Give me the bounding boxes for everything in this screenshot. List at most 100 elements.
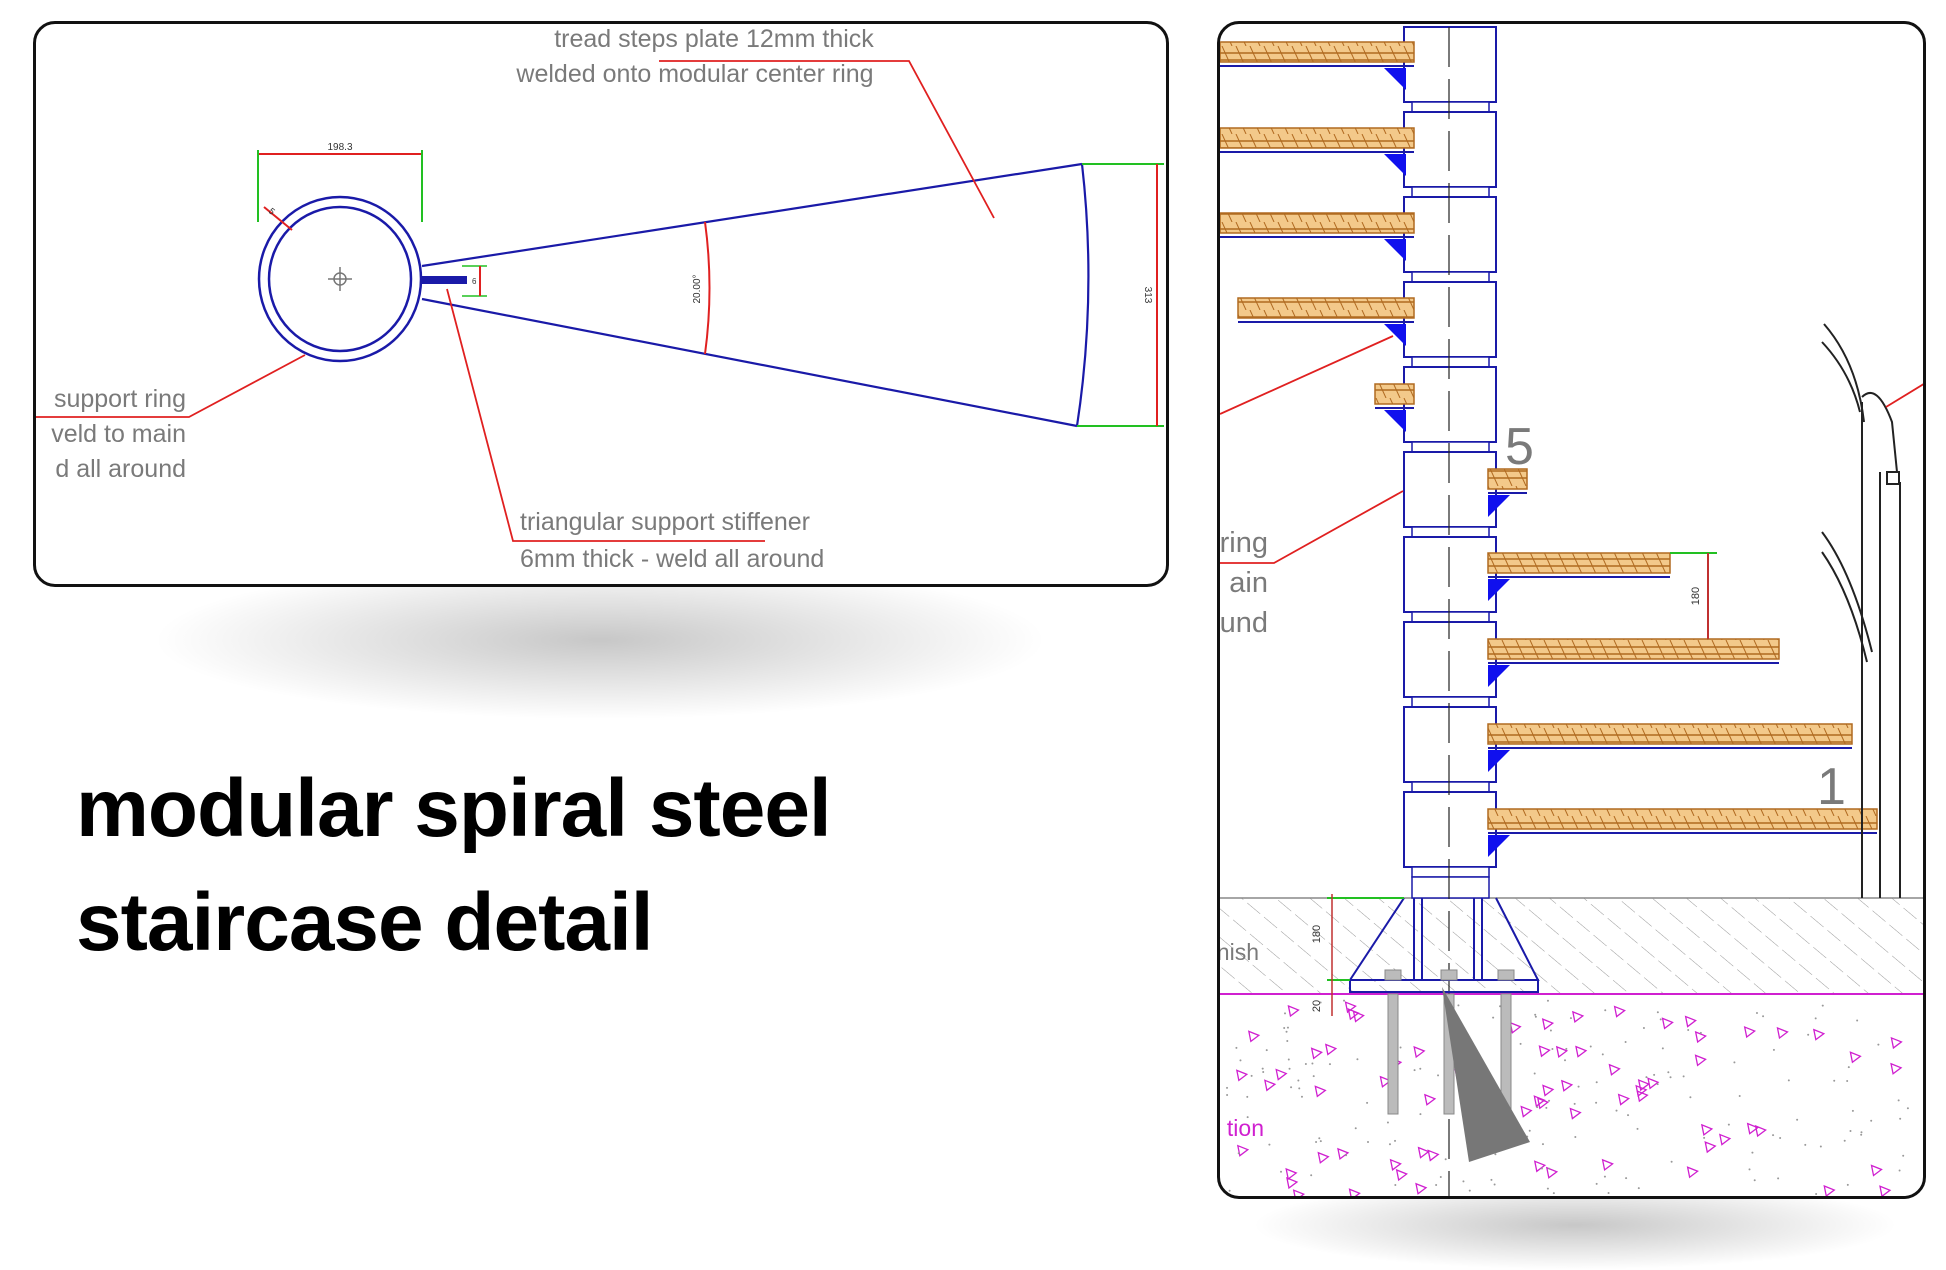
aggregate-dot bbox=[1636, 1127, 1639, 1130]
step-number-1: 1 bbox=[1817, 758, 1846, 816]
tread bbox=[1487, 552, 1671, 574]
plan-view-drawing: 198.3 5 6 20.00° 313 tread steps pl bbox=[36, 25, 1164, 573]
aggregate-mark bbox=[1719, 1133, 1732, 1146]
aggregate-dot bbox=[1548, 1099, 1551, 1102]
aggregate-dot bbox=[1545, 1106, 1548, 1109]
aggregate-dot bbox=[1661, 1047, 1664, 1050]
aggregate-mark bbox=[1823, 1184, 1836, 1196]
aggregate-dot bbox=[1356, 1058, 1359, 1061]
aggregate-mark bbox=[1533, 1160, 1547, 1173]
aggregate-dot bbox=[1354, 1127, 1357, 1130]
aggregate-dot bbox=[1468, 1189, 1471, 1192]
center-ring bbox=[257, 195, 423, 363]
aggregate-mark bbox=[1608, 1063, 1621, 1076]
label-ring-line3: d all around bbox=[55, 455, 186, 483]
aggregate-dot bbox=[1304, 1062, 1307, 1065]
aggregate-dot bbox=[1287, 1058, 1290, 1061]
leader-pointer bbox=[1442, 987, 1530, 1162]
stiffener-triangle bbox=[1384, 410, 1406, 432]
aggregate-dot bbox=[1315, 1141, 1318, 1144]
dim-base-plate-text: 20 bbox=[1311, 1000, 1323, 1012]
aggregate-dot bbox=[1290, 1086, 1293, 1089]
aggregate-mark bbox=[1879, 1185, 1892, 1196]
aggregate-dot bbox=[1574, 1136, 1577, 1139]
aggregate-dot bbox=[1462, 1180, 1465, 1183]
aggregate-dot bbox=[1843, 1139, 1846, 1142]
aggregate-mark bbox=[1637, 1079, 1651, 1092]
aggregate-mark bbox=[1310, 1047, 1323, 1060]
column-segment bbox=[1403, 111, 1497, 188]
aggregate-dot bbox=[1589, 1045, 1592, 1048]
aggregate-dot bbox=[1902, 1154, 1905, 1157]
aggregate-dot bbox=[1846, 1080, 1849, 1083]
aggregate-dot bbox=[1738, 1094, 1741, 1097]
aggregate-dot bbox=[1607, 1192, 1610, 1195]
dimension-stiffener: 6 bbox=[462, 265, 487, 297]
aggregate-dot bbox=[1772, 1048, 1775, 1051]
aggregate-dot bbox=[1312, 1075, 1315, 1078]
aggregate-dot bbox=[1787, 1079, 1790, 1082]
dim-tread-width-text: 313 bbox=[1142, 287, 1153, 304]
aggregate-mark bbox=[1317, 1151, 1330, 1164]
aggregate-mark bbox=[1417, 1146, 1430, 1159]
aggregate-mark bbox=[1569, 1107, 1582, 1120]
aggregate-mark bbox=[1704, 1141, 1717, 1154]
stiffener-triangle bbox=[1384, 68, 1406, 90]
dimension-riser: 180 bbox=[1670, 552, 1717, 639]
aggregate-dot bbox=[1250, 1074, 1253, 1077]
aggregate-dot bbox=[1343, 999, 1346, 1002]
aggregate-dot bbox=[1564, 1059, 1567, 1062]
aggregate-dot bbox=[1807, 1033, 1810, 1036]
aggregate-dot bbox=[1283, 1027, 1286, 1030]
aggregate-mark bbox=[1427, 1149, 1440, 1162]
aggregate-mark bbox=[1348, 1188, 1361, 1196]
aggregate-dot bbox=[1536, 1106, 1539, 1109]
aggregate-dot bbox=[1549, 1029, 1552, 1032]
aggregate-dot bbox=[1847, 1066, 1850, 1069]
aggregate-dot bbox=[1419, 1113, 1422, 1116]
title-line1: modular spiral steel bbox=[76, 763, 832, 854]
aggregate-mark bbox=[1344, 1001, 1357, 1014]
aggregate-dot bbox=[1748, 1168, 1751, 1171]
aggregate-dot bbox=[1551, 1048, 1554, 1051]
aggregate-dot bbox=[1548, 1167, 1551, 1170]
aggregate-dot bbox=[1877, 1043, 1880, 1046]
aggregate-mark bbox=[1235, 1069, 1249, 1082]
aggregate-dot bbox=[1627, 1114, 1630, 1117]
aggregate-dot bbox=[1519, 1042, 1522, 1045]
aggregate-mark bbox=[1601, 1158, 1614, 1171]
aggregate-mark bbox=[1555, 1045, 1569, 1058]
floor-finish-layer bbox=[1220, 898, 1923, 994]
aggregate-mark bbox=[1617, 1093, 1630, 1106]
aggregate-dot bbox=[1762, 1015, 1765, 1018]
label-foundation: tion bbox=[1227, 1115, 1264, 1141]
aggregate-mark bbox=[1849, 1051, 1862, 1064]
aggregate-mark bbox=[1686, 1166, 1699, 1179]
dimension-tread-width: 313 bbox=[1077, 163, 1164, 427]
aggregate-mark bbox=[1684, 1015, 1697, 1028]
label-tread-line1: tread steps plate 12mm thick bbox=[554, 25, 874, 53]
column-segment bbox=[1403, 26, 1497, 103]
aggregate-dot bbox=[1815, 1192, 1818, 1195]
aggregate-dot bbox=[1699, 1031, 1702, 1034]
aggregate-mark bbox=[1636, 1090, 1649, 1103]
aggregate-dot bbox=[1860, 1133, 1863, 1136]
aggregate-dot bbox=[1226, 1093, 1229, 1096]
aggregate-dot bbox=[1444, 1158, 1447, 1161]
aggregate-mark bbox=[1347, 1008, 1360, 1021]
dim-floor-finish-text: 180 bbox=[1311, 925, 1323, 943]
aggregate-dot bbox=[1899, 1117, 1902, 1120]
plan-view-panel: 198.3 5 6 20.00° 313 tread steps pl bbox=[33, 21, 1169, 587]
aggregate-dot bbox=[1670, 1160, 1673, 1163]
aggregate-dot bbox=[1814, 1017, 1817, 1020]
aggregate-dot bbox=[1319, 1140, 1322, 1143]
aggregate-mark bbox=[1533, 1095, 1546, 1108]
aggregate-dot bbox=[1298, 1087, 1301, 1090]
aggregate-dot bbox=[1228, 1189, 1231, 1192]
aggregate-dot bbox=[1394, 1139, 1397, 1142]
tread bbox=[1374, 383, 1415, 405]
aggregate-dot bbox=[1669, 1076, 1672, 1079]
aggregate-dot bbox=[1604, 1009, 1607, 1012]
aggregate-dot bbox=[1703, 1136, 1706, 1139]
aggregate-dot bbox=[1755, 1012, 1758, 1015]
